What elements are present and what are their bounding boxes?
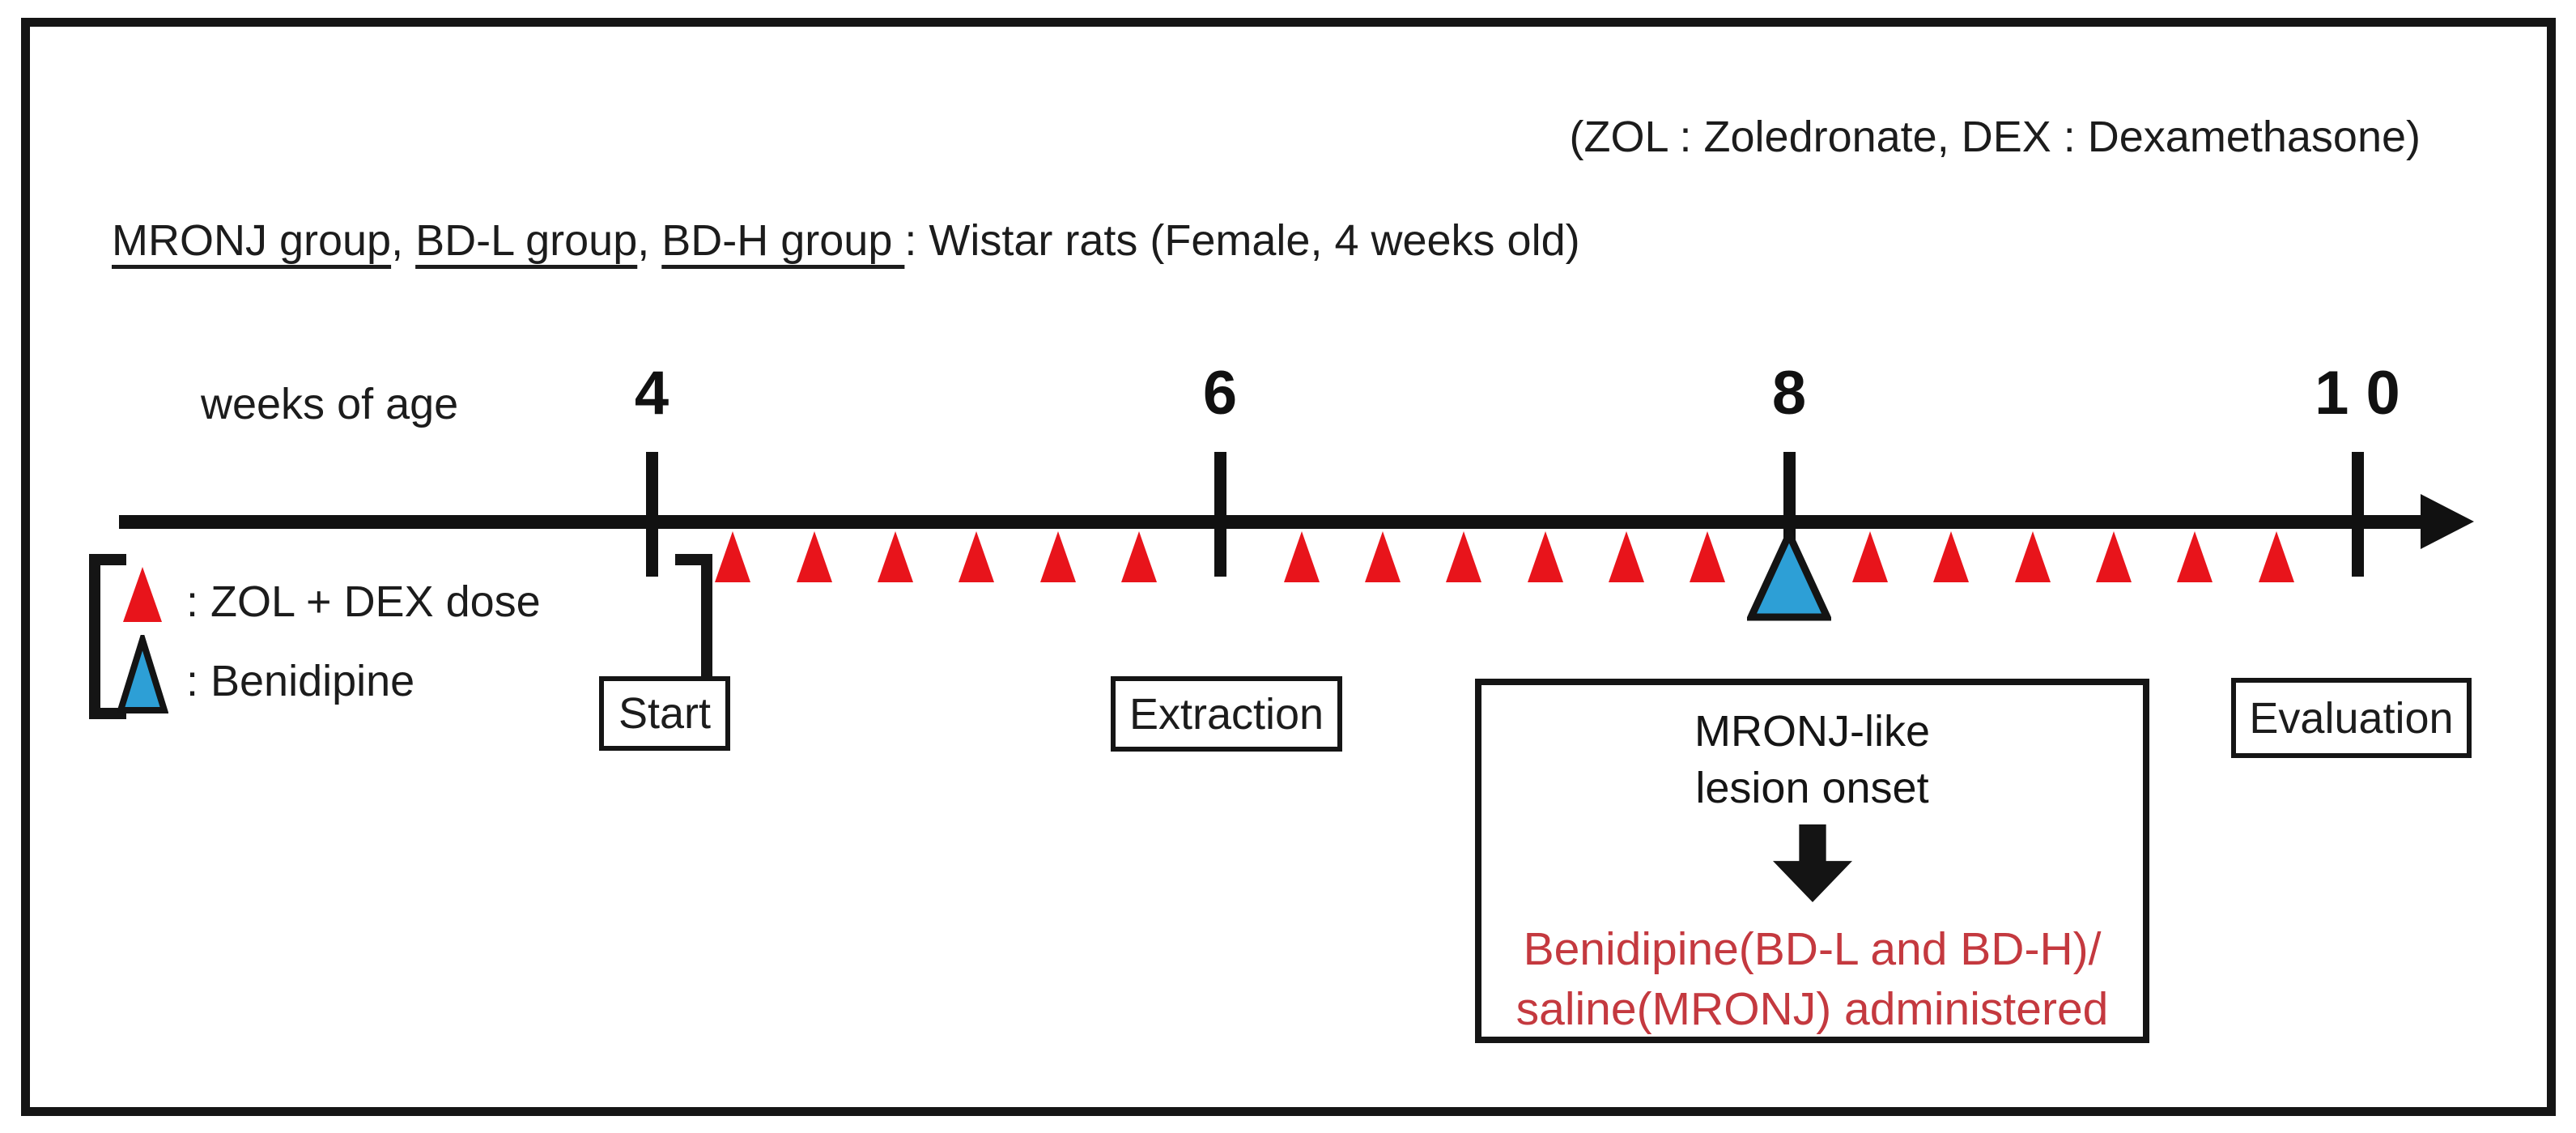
zol-dex-dose-marker-icon (715, 531, 750, 582)
zol-dex-dose-marker-icon (797, 531, 832, 582)
benidipine-dose-triangle-icon (1745, 526, 1834, 626)
zol-dex-dose-marker-icon (1284, 531, 1320, 582)
separator: , (391, 216, 416, 265)
down-arrow-icon (1772, 824, 1852, 908)
week-tick-4 (646, 452, 658, 577)
timeline-axis (119, 515, 2429, 529)
legend-benidipine-shape (116, 628, 169, 713)
callout-detail-line2: saline(MRONJ) administered (1515, 983, 2109, 1035)
timeline-arrowhead-icon (2421, 494, 2474, 549)
zol-dex-dose-marker-icon (1528, 531, 1563, 582)
zol-dex-dose-marker-icon (959, 531, 994, 582)
group-name-bd-h: BD-H group (661, 216, 905, 265)
legend-label-zol-dex: : ZOL + DEX dose (186, 577, 541, 626)
start-event-box: Start (599, 676, 730, 751)
callout-detail-line1: Benidipine(BD-L and BD-H)/ (1523, 923, 2102, 975)
weeks-of-age-label: weeks of age (201, 380, 459, 428)
week-label-6: 6 (1202, 359, 1238, 428)
week-label-8: 8 (1771, 359, 1807, 428)
zol-dex-dose-marker-icon (1365, 531, 1401, 582)
zol-dex-dose-marker-icon (2259, 531, 2294, 582)
zol-dex-dose-marker-icon (2177, 531, 2213, 582)
zol-dex-dose-marker-icon (1121, 531, 1157, 582)
benidipine-triangle-shape (1745, 526, 1834, 621)
separator: , (637, 216, 662, 265)
group-name-bd-l: BD-L group (415, 216, 638, 265)
groups-description: MRONJ group, BD-L group, BD-H group : Wi… (112, 215, 1580, 266)
zol-dex-dose-marker-icon (1690, 531, 1725, 582)
week-tick-6 (1214, 452, 1226, 577)
start-label: Start (618, 689, 712, 738)
zol-dex-dose-marker-icon (2096, 531, 2132, 582)
zol-dex-dose-marker-icon (1609, 531, 1644, 582)
legend-label-benidipine: : Benidipine (186, 657, 415, 705)
callout-title-line2: lesion onset (1695, 764, 1929, 812)
zol-dex-dose-marker-icon (878, 531, 913, 582)
zol-dex-dose-marker-icon (1446, 531, 1481, 582)
evaluation-event-box: Evaluation (2231, 678, 2472, 758)
week-label-10: 1 0 (2315, 359, 2400, 428)
callout-title-line1: MRONJ-like (1694, 707, 1930, 756)
evaluation-label: Evaluation (2249, 693, 2454, 743)
group-name-mronj: MRONJ group (112, 216, 392, 265)
lesion-onset-callout-box: MRONJ-like lesion onset Benidipine(BD-L … (1475, 679, 2149, 1043)
zol-dex-dose-marker-icon (1040, 531, 1076, 582)
zol-dex-triangle-icon (123, 567, 162, 622)
benidipine-triangle-icon (116, 628, 169, 720)
zol-dex-dose-marker-icon (2015, 531, 2051, 582)
week-label-4: 4 (634, 359, 670, 428)
zol-dex-dose-marker-icon (1852, 531, 1888, 582)
groups-description-tail: : Wistar rats (Female, 4 weeks old) (904, 216, 1580, 265)
extraction-event-box: Extraction (1111, 676, 1342, 752)
week-tick-10 (2352, 452, 2364, 577)
legend-bracket-left-icon (89, 554, 126, 719)
abbreviation-note: (ZOL : Zoledronate, DEX : Dexamethasone) (1569, 113, 2421, 161)
zol-dex-dose-marker-icon (1933, 531, 1969, 582)
extraction-label: Extraction (1129, 689, 1324, 739)
